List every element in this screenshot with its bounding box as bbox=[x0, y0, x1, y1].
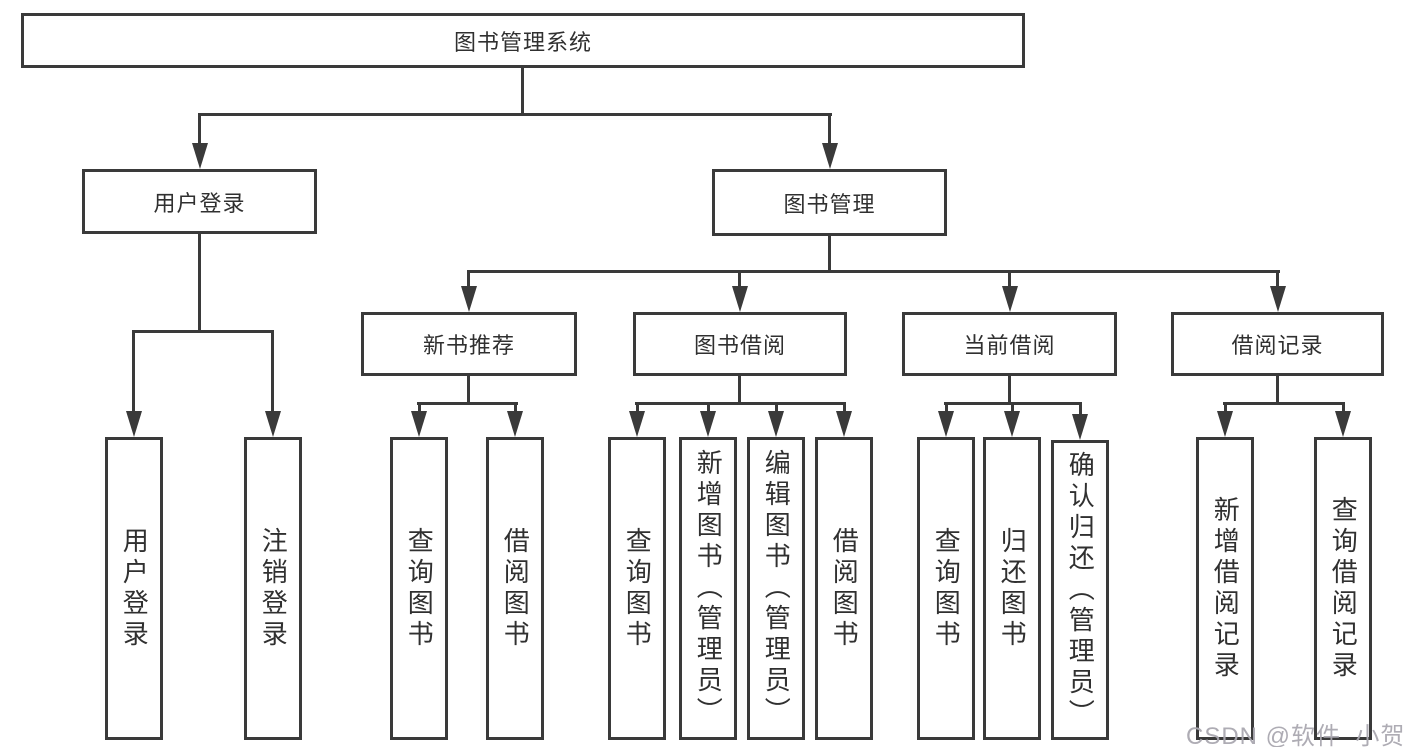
leaf-borrow-books-recommend: 借阅图书 bbox=[486, 437, 544, 740]
connector-vertical bbox=[1008, 376, 1011, 405]
leaf-query-books-recommend-label: 查询图书 bbox=[404, 526, 435, 651]
node-book-management-label: 图书管理 bbox=[783, 191, 876, 217]
connector-vertical bbox=[738, 376, 741, 405]
connector-vertical bbox=[467, 270, 470, 290]
leaf-query-borrow-record-label: 查询借阅记录 bbox=[1328, 495, 1359, 682]
arrow-down-icon bbox=[461, 286, 477, 312]
connector-vertical bbox=[1079, 402, 1082, 416]
leaf-confirm-return-admin: 确认归还（管理员） bbox=[1051, 440, 1109, 740]
connector-vertical bbox=[828, 113, 831, 147]
node-library-system: 图书管理系统 bbox=[21, 13, 1025, 68]
connector-vertical bbox=[1008, 270, 1011, 290]
connector-horizontal bbox=[635, 402, 846, 405]
connector-vertical bbox=[418, 402, 421, 416]
leaf-query-books-recommend: 查询图书 bbox=[390, 437, 448, 740]
leaf-user-login-label: 用户登录 bbox=[119, 526, 150, 651]
arrow-down-icon bbox=[411, 411, 427, 437]
node-borrow-records: 借阅记录 bbox=[1171, 312, 1384, 376]
connector-vertical bbox=[636, 402, 639, 416]
connector-horizontal bbox=[417, 402, 518, 405]
arrow-down-icon bbox=[822, 143, 838, 169]
connector-vertical bbox=[843, 402, 846, 416]
leaf-borrow-books-recommend-label: 借阅图书 bbox=[500, 526, 531, 651]
arrow-down-icon bbox=[265, 411, 281, 437]
arrow-down-icon bbox=[938, 411, 954, 437]
leaf-query-books-current: 查询图书 bbox=[917, 437, 975, 740]
leaf-query-borrow-record: 查询借阅记录 bbox=[1314, 437, 1372, 740]
arrow-down-icon bbox=[507, 411, 523, 437]
leaf-add-books-admin: 新增图书（管理员） bbox=[679, 437, 737, 740]
leaf-query-books-borrow: 查询图书 bbox=[608, 437, 666, 740]
arrow-down-icon bbox=[1217, 411, 1233, 437]
leaf-return-books: 归还图书 bbox=[983, 437, 1041, 740]
connector-horizontal bbox=[198, 113, 832, 116]
arrow-down-icon bbox=[732, 286, 748, 312]
connector-vertical bbox=[514, 402, 517, 416]
leaf-logout-login: 注销登录 bbox=[244, 437, 302, 740]
csdn-watermark: CSDN @软件_小贺同学 bbox=[1186, 723, 1405, 747]
arrow-down-icon bbox=[836, 411, 852, 437]
connector-vertical bbox=[467, 376, 470, 405]
arrow-down-icon bbox=[1004, 411, 1020, 437]
arrow-down-icon bbox=[629, 411, 645, 437]
connector-vertical bbox=[1011, 402, 1014, 416]
arrow-down-icon bbox=[192, 143, 208, 169]
node-current-borrowing: 当前借阅 bbox=[902, 312, 1117, 376]
arrow-down-icon bbox=[768, 411, 784, 437]
node-book-borrowing-label: 图书借阅 bbox=[693, 333, 786, 358]
leaf-edit-books-admin: 编辑图书（管理员） bbox=[747, 437, 805, 740]
node-new-book-recommend-label: 新书推荐 bbox=[422, 333, 515, 358]
leaf-add-borrow-record: 新增借阅记录 bbox=[1196, 437, 1254, 740]
leaf-confirm-return-admin-label: 确认归还（管理员） bbox=[1065, 450, 1096, 730]
node-user-login: 用户登录 bbox=[82, 169, 317, 234]
leaf-logout-login-label: 注销登录 bbox=[258, 526, 289, 651]
connector-vertical bbox=[775, 402, 778, 416]
arrow-down-icon bbox=[1270, 286, 1286, 312]
connector-vertical bbox=[271, 330, 274, 413]
arrow-down-icon bbox=[1072, 414, 1088, 440]
leaf-add-borrow-record-label: 新增借阅记录 bbox=[1210, 495, 1241, 682]
leaf-query-books-current-label: 查询图书 bbox=[931, 526, 962, 651]
connector-vertical bbox=[738, 270, 741, 290]
node-user-login-label: 用户登录 bbox=[153, 190, 246, 216]
leaf-return-books-label: 归还图书 bbox=[997, 526, 1028, 651]
node-new-book-recommend: 新书推荐 bbox=[361, 312, 577, 376]
connector-vertical bbox=[198, 113, 201, 147]
connector-vertical bbox=[828, 236, 831, 273]
leaf-user-login: 用户登录 bbox=[105, 437, 163, 740]
node-book-management: 图书管理 bbox=[712, 169, 947, 236]
leaf-edit-books-admin-label: 编辑图书（管理员） bbox=[761, 449, 792, 728]
leaf-borrow-books-borrow: 借阅图书 bbox=[815, 437, 873, 740]
leaf-query-books-borrow-label: 查询图书 bbox=[622, 526, 653, 651]
node-library-system-label: 图书管理系统 bbox=[453, 29, 592, 55]
arrow-down-icon bbox=[126, 411, 142, 437]
connector-vertical bbox=[1224, 402, 1227, 416]
connector-vertical bbox=[1342, 402, 1345, 416]
connector-horizontal bbox=[132, 330, 274, 333]
connector-horizontal bbox=[467, 270, 1280, 273]
arrow-down-icon bbox=[1335, 411, 1351, 437]
connector-horizontal bbox=[1223, 402, 1345, 405]
connector-vertical bbox=[132, 330, 135, 413]
connector-vertical bbox=[945, 402, 948, 416]
node-book-borrowing: 图书借阅 bbox=[633, 312, 847, 376]
leaf-add-books-admin-label: 新增图书（管理员） bbox=[693, 449, 724, 728]
arrow-down-icon bbox=[1002, 286, 1018, 312]
arrow-down-icon bbox=[700, 411, 716, 437]
connector-vertical bbox=[198, 234, 201, 333]
leaf-borrow-books-borrow-label: 借阅图书 bbox=[829, 526, 860, 651]
node-current-borrowing-label: 当前借阅 bbox=[963, 333, 1056, 358]
connector-vertical bbox=[521, 68, 524, 116]
node-borrow-records-label: 借阅记录 bbox=[1231, 333, 1324, 358]
connector-vertical bbox=[707, 402, 710, 416]
connector-vertical bbox=[1276, 270, 1279, 290]
connector-vertical bbox=[1276, 376, 1279, 405]
